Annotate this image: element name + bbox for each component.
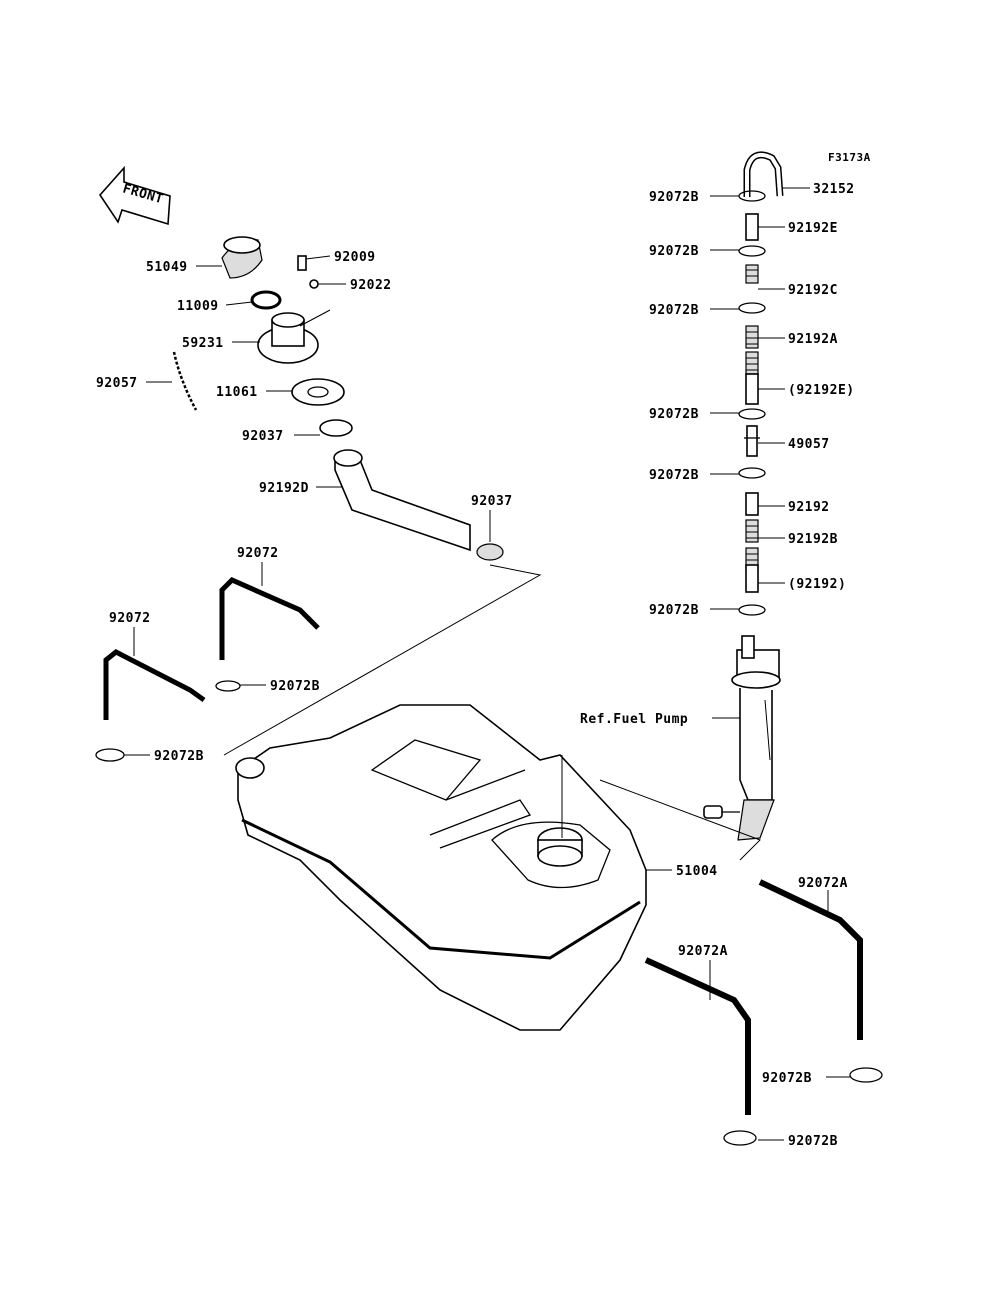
callout-92072b-3: 92072B: [649, 303, 699, 318]
callout-92072b-1: 92072B: [649, 190, 699, 205]
callout-92057: 92057: [96, 376, 138, 391]
leader-lines: [124, 187, 850, 1141]
figure-code: F3173A: [828, 151, 871, 164]
callout-11061: 11061: [216, 385, 258, 400]
filler-neck-parts: [172, 236, 504, 561]
callout-92037-1: 92037: [242, 429, 284, 444]
callout-92072b-6: 92072B: [649, 603, 699, 618]
tank-straps: [95, 577, 883, 1146]
callout-59231: 59231: [182, 336, 224, 351]
callout-51004: 51004: [676, 864, 718, 879]
callout-92072a-2: 92072A: [678, 944, 728, 959]
callout-92192-paren: (92192): [788, 577, 846, 592]
callout-92022: 92022: [350, 278, 392, 293]
callout-92192e-paren: (92192E): [788, 383, 855, 398]
callout-92072-2: 92072: [109, 611, 151, 626]
callout-92072b-10: 92072B: [788, 1134, 838, 1149]
callout-92072b-8: 92072B: [154, 749, 204, 764]
callout-92192d: 92192D: [259, 481, 309, 496]
reference-lines: [223, 564, 761, 861]
callout-92192e: 92192E: [788, 221, 838, 236]
callout-labels: 32152 92072B 92192E 92072B 92192C 92072B…: [96, 182, 855, 1149]
callout-92072a-1: 92072A: [798, 876, 848, 891]
fuel-pump-assembly: [703, 635, 781, 841]
callout-49057: 49057: [788, 437, 830, 452]
callout-92192c: 92192C: [788, 283, 838, 298]
callout-11009: 11009: [177, 299, 219, 314]
callout-92037-2: 92037: [471, 494, 513, 509]
front-arrow-icon: FRONT: [98, 165, 171, 226]
fuel-tank: [235, 704, 647, 1031]
callout-92072b-2: 92072B: [649, 244, 699, 259]
fuel-pump-hose-stack: [738, 151, 784, 616]
callout-92192: 92192: [788, 500, 830, 515]
callout-51049: 51049: [146, 260, 188, 275]
callout-92192a: 92192A: [788, 332, 838, 347]
ref-fuel-pump-label: Ref.Fuel Pump: [580, 712, 688, 727]
callout-92072b-4: 92072B: [649, 407, 699, 422]
callout-92072b-5: 92072B: [649, 468, 699, 483]
callout-92072b-7: 92072B: [270, 679, 320, 694]
callout-92009: 92009: [334, 250, 376, 265]
callout-92072-1: 92072: [237, 546, 279, 561]
callout-32152: 32152: [813, 182, 855, 197]
callout-92192b: 92192B: [788, 532, 838, 547]
callout-92072b-9: 92072B: [762, 1071, 812, 1086]
